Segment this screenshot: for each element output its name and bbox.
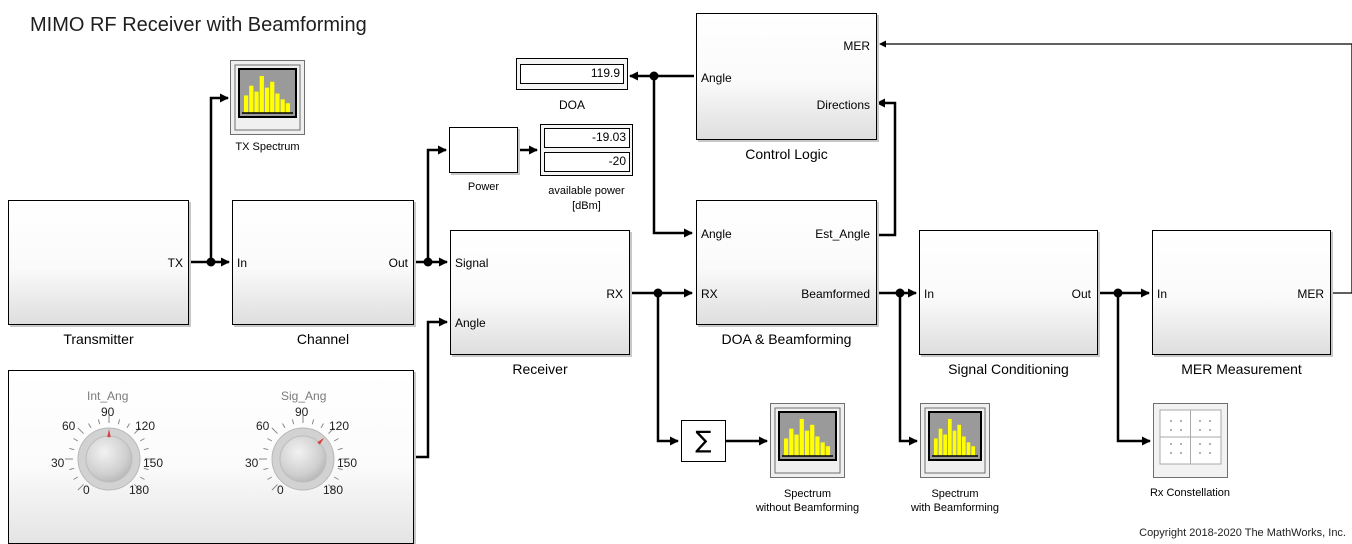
channel-caption: Channel xyxy=(296,331,350,347)
sig-ang-label-0: 0 xyxy=(277,483,284,497)
int-ang-label-30: 30 xyxy=(51,456,65,470)
int-ang-title: Int_Ang xyxy=(87,389,129,403)
sum-block[interactable]: ∑ xyxy=(681,420,726,462)
mer-measurement-caption: MER Measurement xyxy=(1181,361,1302,377)
available-power-value-1: -19.03 xyxy=(544,128,630,148)
spectrum-without-caption-2: without Beamforming xyxy=(755,502,860,514)
channel-block[interactable]: In Out xyxy=(232,200,414,325)
spectrum-with-caption-1: Spectrum xyxy=(931,488,979,500)
sum-symbol: ∑ xyxy=(695,426,712,454)
doa-port-beamformed: Beamformed xyxy=(801,287,870,301)
int-ang-label-120: 120 xyxy=(135,419,156,433)
control-logic-caption: Control Logic xyxy=(745,146,828,162)
sig-ang-knob[interactable]: Sig_Ang 90 60 120 30 150 0 180 xyxy=(233,387,373,507)
spectrum-with-caption-2: with Beamforming xyxy=(910,502,1000,514)
spectrum-icon xyxy=(924,407,986,474)
receiver-caption: Receiver xyxy=(512,361,568,377)
wire-angle-to-doa-block xyxy=(652,76,693,238)
angle-knob-panel: Int_Ang 90 60 120 30 150 0 180 Sig_Ang 9… xyxy=(8,370,414,544)
transmitter-port-tx: TX xyxy=(167,256,183,270)
receiver-port-signal: Signal xyxy=(455,256,489,270)
branch-dot-rx xyxy=(653,288,663,298)
conditioning-port-out: Out xyxy=(1071,287,1091,301)
branch-dot-channel xyxy=(423,257,433,267)
sig-ang-label-30: 30 xyxy=(245,456,259,470)
spectrum-icon xyxy=(774,407,841,474)
doa-display-value: 119.9 xyxy=(520,64,624,84)
power-block[interactable] xyxy=(449,127,518,173)
control-logic-block[interactable]: Angle MER Directions xyxy=(696,13,877,140)
available-power-display[interactable]: -19.03 -20 xyxy=(540,124,633,176)
transmitter-block[interactable]: TX xyxy=(8,200,189,325)
int-ang-label-90: 90 xyxy=(101,405,115,419)
branch-dot-angle xyxy=(649,71,659,81)
branch-dot-conditioning xyxy=(1113,288,1123,298)
wire-beamformed-to-spectrum xyxy=(898,293,918,446)
wire-rx-to-sum xyxy=(656,293,679,446)
int-ang-label-150: 150 xyxy=(143,456,164,470)
rx-constellation-caption: Rx Constellation xyxy=(1149,487,1231,499)
spectrum-without-caption-1: Spectrum xyxy=(783,488,832,500)
copyright-notice: Copyright 2018-2020 The MathWorks, Inc. xyxy=(1139,527,1346,539)
tx-spectrum-scope[interactable] xyxy=(230,60,305,135)
doa-port-rx: RX xyxy=(701,287,718,301)
receiver-port-angle: Angle xyxy=(455,316,486,330)
knob-dial-icon xyxy=(259,415,347,491)
doa-display-caption: DOA xyxy=(558,98,585,112)
doa-beamforming-caption: DOA & Beamforming xyxy=(721,331,852,347)
receiver-port-rx: RX xyxy=(606,287,623,301)
channel-port-out: Out xyxy=(388,256,408,270)
int-ang-label-180: 180 xyxy=(129,483,150,497)
control-port-directions: Directions xyxy=(816,98,870,112)
wire-conditioning-to-constellation xyxy=(1116,293,1151,446)
doa-beamforming-block[interactable]: Angle RX Est_Angle Beamformed xyxy=(696,200,877,325)
wire-knobs-to-receiver xyxy=(414,317,448,459)
sig-ang-label-60: 60 xyxy=(256,419,270,433)
available-power-caption-1: available power xyxy=(548,185,625,197)
wire-channel-to-power xyxy=(426,145,447,262)
spectrum-without-beamforming-scope[interactable] xyxy=(770,403,845,478)
spectrum-icon xyxy=(234,64,301,131)
transmitter-caption: Transmitter xyxy=(63,331,134,347)
sig-ang-label-180: 180 xyxy=(323,483,344,497)
sig-ang-label-150: 150 xyxy=(337,456,358,470)
branch-dot-tx xyxy=(206,257,216,267)
available-power-value-2: -20 xyxy=(544,152,630,172)
available-power-caption-2: [dBm] xyxy=(572,200,601,212)
doa-port-angle: Angle xyxy=(701,227,732,241)
wire-est-angle-to-control xyxy=(876,98,897,237)
channel-port-in: In xyxy=(237,256,248,270)
diagram-title: MIMO RF Receiver with Beamforming xyxy=(30,14,367,36)
sig-ang-label-90: 90 xyxy=(295,405,309,419)
control-port-mer: MER xyxy=(843,39,870,53)
control-port-angle: Angle xyxy=(701,71,732,85)
branch-dot-beamformed xyxy=(895,288,905,298)
power-caption: Power xyxy=(467,181,500,193)
knob-dial-icon xyxy=(65,415,153,491)
int-ang-label-0: 0 xyxy=(83,483,90,497)
receiver-block[interactable]: Signal Angle RX xyxy=(450,230,630,355)
mer-port-in: In xyxy=(1157,287,1168,301)
signal-conditioning-block[interactable]: In Out xyxy=(919,230,1098,355)
int-ang-knob[interactable]: Int_Ang 90 60 120 30 150 0 180 xyxy=(39,387,179,507)
signal-conditioning-caption: Signal Conditioning xyxy=(948,361,1069,377)
sig-ang-label-120: 120 xyxy=(329,419,350,433)
mer-measurement-block[interactable]: In MER xyxy=(1152,230,1331,355)
doa-display[interactable]: 119.9 xyxy=(516,58,628,90)
int-ang-label-60: 60 xyxy=(62,419,76,433)
constellation-icon xyxy=(1159,409,1222,465)
conditioning-port-in: In xyxy=(924,287,935,301)
doa-port-est-angle: Est_Angle xyxy=(815,227,870,241)
spectrum-with-beamforming-scope[interactable] xyxy=(920,403,990,478)
sig-ang-title: Sig_Ang xyxy=(281,389,327,403)
rx-constellation-scope[interactable] xyxy=(1153,403,1228,478)
mer-port-mer: MER xyxy=(1297,287,1324,301)
wire-tx-to-spectrum xyxy=(209,93,229,262)
tx-spectrum-caption: TX Spectrum xyxy=(235,141,300,153)
